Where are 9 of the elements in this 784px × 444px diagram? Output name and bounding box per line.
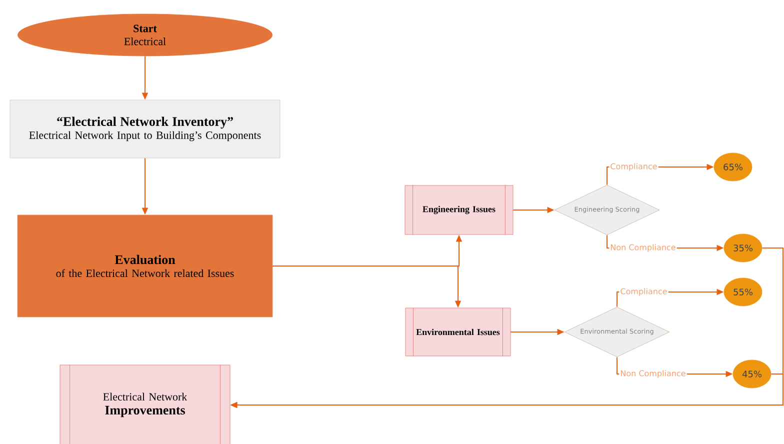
subprocess-box: Electrical Network Improvements bbox=[60, 364, 230, 444]
edge-label: Non Compliance bbox=[609, 243, 677, 253]
edge-label: Non Compliance bbox=[619, 369, 687, 379]
subprocess-box: Engineering Issues bbox=[404, 185, 514, 235]
subprocess-box: Environmental Issues bbox=[405, 308, 511, 356]
edge-label: Compliance bbox=[619, 287, 668, 297]
process-box: Evaluation of the Electrical Network related Issues bbox=[17, 214, 273, 318]
edge-label: Compliance bbox=[609, 162, 658, 172]
process-box: “Electrical Network Inventory” Electrical Network Input to Building’s Components bbox=[10, 100, 280, 158]
